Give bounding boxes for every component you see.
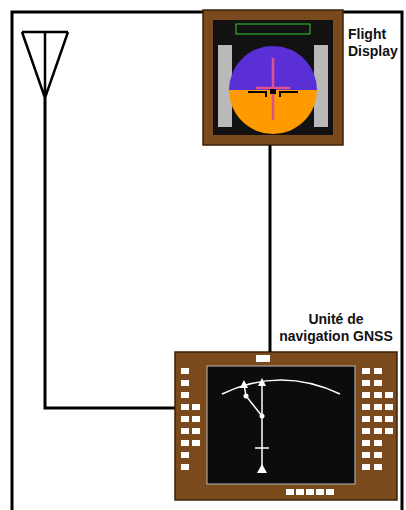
gnss-unit (175, 352, 397, 500)
gnss-box: Unité de navigation GNSS (175, 352, 397, 500)
unit-button (385, 392, 393, 398)
unit-button (362, 452, 370, 458)
unit-button (181, 428, 189, 434)
unit-button (192, 404, 200, 410)
unit-button (326, 489, 334, 495)
unit-button (192, 428, 200, 434)
unit-button (385, 428, 393, 434)
unit-button (362, 416, 370, 422)
unit-button (181, 368, 189, 374)
unit-button (374, 440, 382, 446)
unit-button (192, 440, 200, 446)
unit-label: Unité de navigation GNSS (275, 311, 397, 345)
data-cable (269, 145, 272, 352)
unit-button (374, 452, 382, 458)
unit-button (362, 440, 370, 446)
unit-button (286, 489, 294, 495)
unit-button (181, 404, 189, 410)
antenna-symbol (22, 32, 68, 98)
unit-button (385, 404, 393, 410)
display-box: Flight Display (203, 10, 343, 145)
unit-button (181, 380, 189, 386)
antenna-cable (45, 98, 178, 408)
unit-button (181, 452, 189, 458)
unit-button (181, 464, 189, 470)
unit-button (192, 416, 200, 422)
unit-button (374, 404, 382, 410)
unit-button (316, 489, 324, 495)
unit-button (181, 440, 189, 446)
flight-display-unit (203, 10, 343, 145)
unit-button (362, 392, 370, 398)
unit-button (362, 368, 370, 374)
unit-button (374, 380, 382, 386)
unit-button (374, 416, 382, 422)
unit-label: Flight Display (348, 26, 406, 60)
unit-button (374, 428, 382, 434)
unit-button (362, 464, 370, 470)
unit-button (306, 489, 314, 495)
unit-button (181, 416, 189, 422)
unit-button (362, 404, 370, 410)
unit-button (181, 392, 189, 398)
unit-button (296, 489, 304, 495)
unit-button (362, 428, 370, 434)
unit-button (385, 416, 393, 422)
unit-button (374, 392, 382, 398)
unit-button (374, 464, 382, 470)
unit-button (362, 380, 370, 386)
unit-button (374, 368, 382, 374)
